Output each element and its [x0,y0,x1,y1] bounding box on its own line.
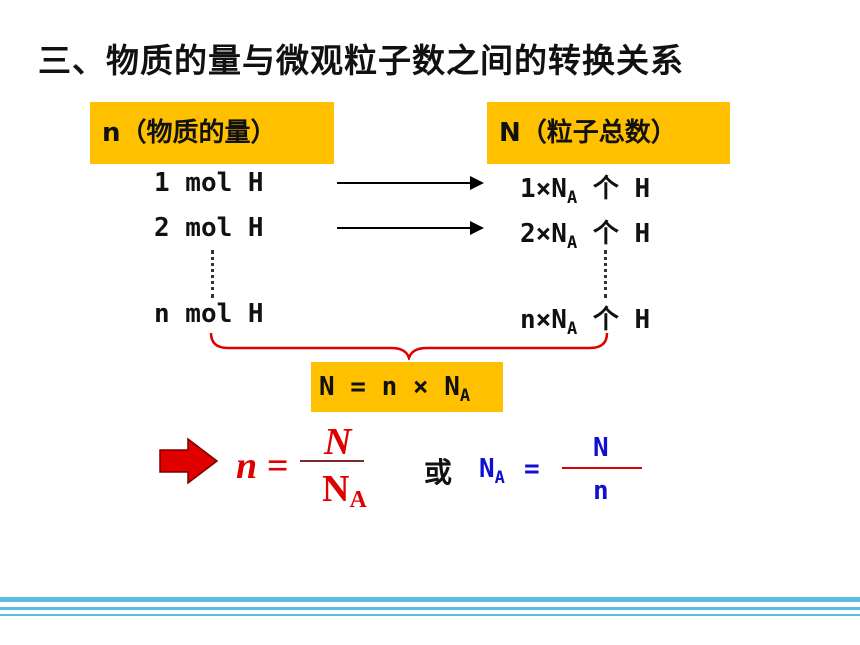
row-3-right-tail: 个 H [577,305,651,335]
formula-right-eq: = [524,454,540,484]
right-header-box: N（粒子总数） [487,102,730,164]
formula-left-denominator: NA [322,467,367,513]
formula-right-lhs-text: N [479,454,495,484]
row-2-right: 2×NA 个 H [520,213,651,253]
right-vertical-dots [604,250,607,298]
row-3-right-coef: n×N [520,305,567,335]
row-3-right: n×NA 个 H [520,299,651,339]
formula-left-fraction-line [300,460,364,462]
row-1-left: 1 mol H [154,168,264,198]
row-2-right-sub: A [566,233,578,253]
formula-left-lhs: n = [236,445,289,487]
row-3-left: n mol H [154,299,264,329]
formula-right-numerator: N [593,433,609,463]
formula-left-denominator-sub: A [349,487,367,513]
connector-text: 或 [424,456,453,489]
formula-right-lhs-sub: A [494,468,505,488]
row-1-right-sub: A [566,188,578,208]
main-formula-box: N = n × NA [311,362,503,412]
formula-left-numerator: N [324,421,352,463]
footer-stripe-1 [0,597,860,602]
row-2-right-coef: 2×N [520,219,567,249]
formula-left-denominator-text: N [322,468,350,510]
formula-right-lhs: NA [479,454,505,487]
left-vertical-dots [211,250,214,298]
right-arrow-icon [159,437,219,485]
row-1-right-coef: 1×N [520,174,567,204]
left-header-box: n（物质的量） [90,102,334,164]
footer-stripe-2 [0,607,860,610]
red-brace [209,332,609,360]
row-1-right-tail: 个 H [577,174,651,204]
formula-right-fraction-line [562,467,642,469]
formula-right-denominator: n [593,476,609,506]
row-3-right-sub: A [566,319,578,339]
footer-stripe-3 [0,614,860,616]
slide-title: 三、物质的量与微观粒子数之间的转换关系 [38,41,684,80]
row-1-right: 1×NA 个 H [520,168,651,208]
main-formula-text: N = n × N [319,372,460,402]
main-formula-sub: A [459,386,471,406]
row-2-arrow [337,221,484,235]
row-2-right-tail: 个 H [577,219,651,249]
row-1-arrow [337,176,484,190]
row-2-left: 2 mol H [154,213,264,243]
